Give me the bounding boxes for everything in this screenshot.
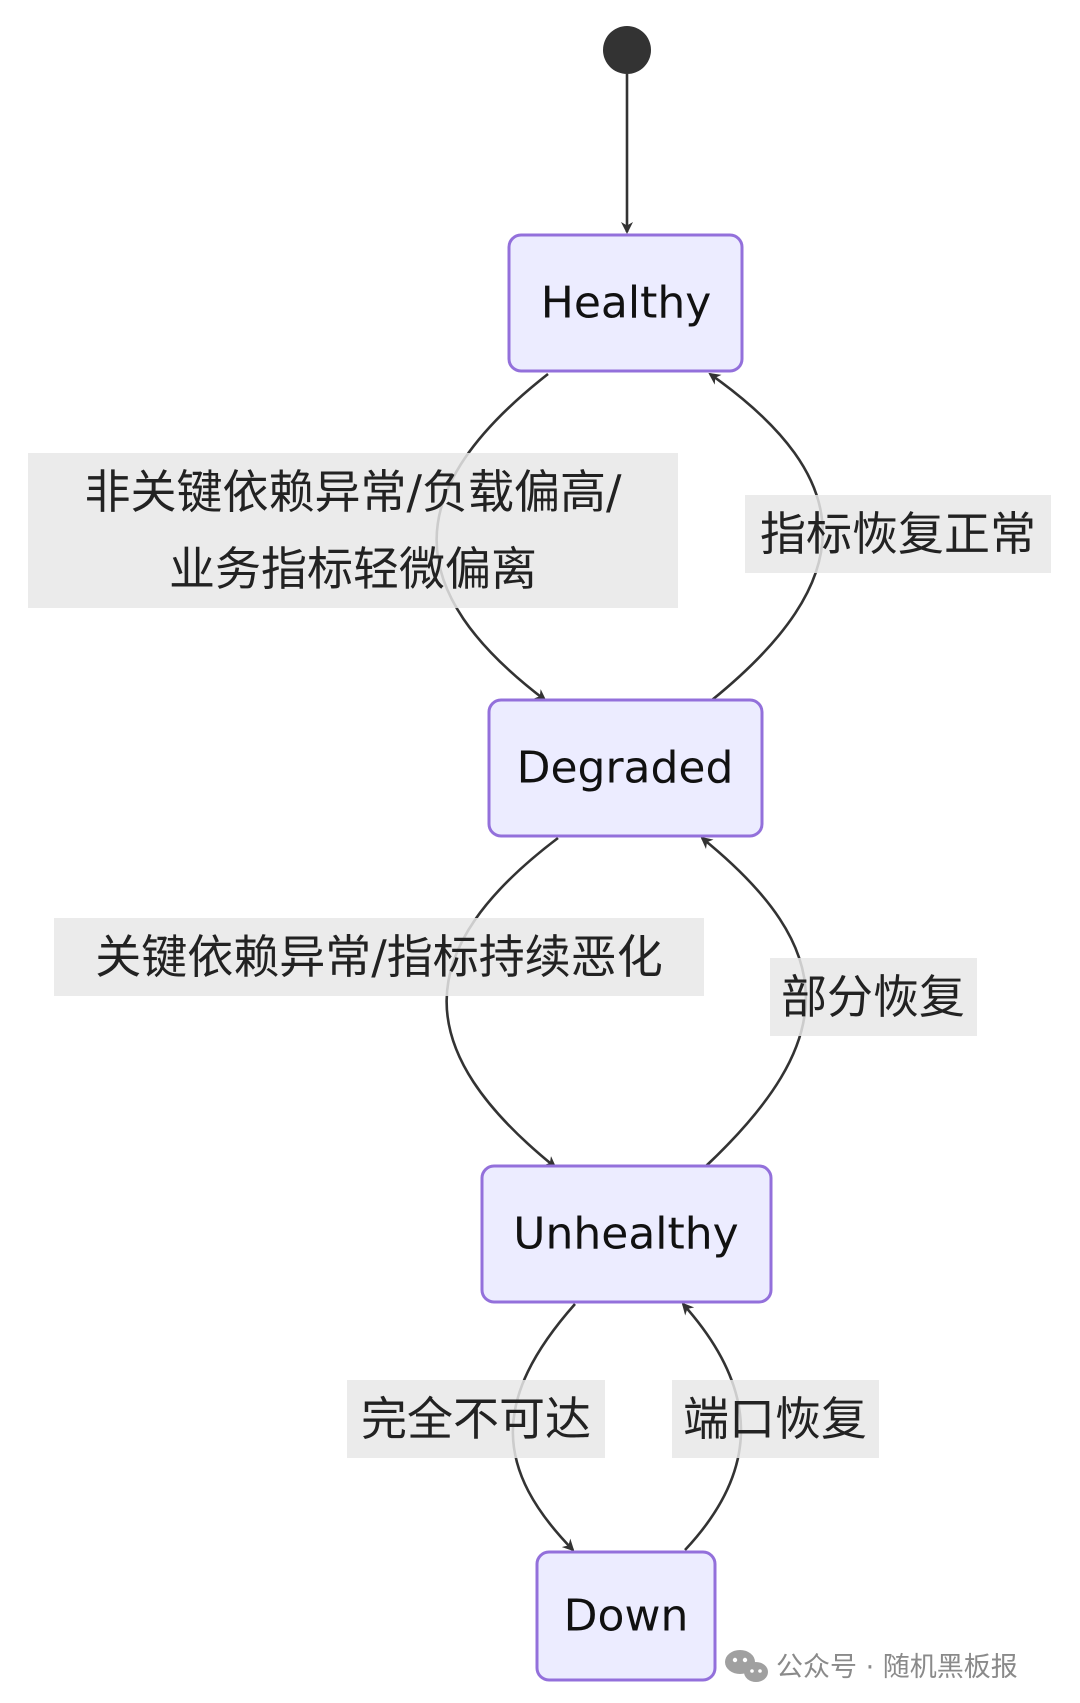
state-healthy: Healthy [507,233,744,373]
edge-degraded-to-unhealthy [445,836,559,1169]
label-healthy-to-degraded-line1: 非关键依赖异常/负载偏高/ [85,465,622,519]
label-degraded-to-healthy: 指标恢复正常 [745,495,1051,573]
state-down-label: Down [564,1591,689,1642]
label-unhealthy-to-down-text: 完全不可达 [361,1392,591,1446]
label-unhealthy-to-degraded-text: 部分恢复 [781,970,965,1024]
watermark-text: 公众号 · 随机黑板报 [776,1652,1018,1683]
label-degraded-to-unhealthy: 关键依赖异常/指标持续恶化 [54,918,704,996]
state-down: Down [535,1550,717,1682]
label-down-to-unhealthy: 端口恢复 [672,1380,879,1458]
label-unhealthy-to-degraded: 部分恢复 [770,958,977,1036]
watermark: 公众号 · 随机黑板报 [725,1650,1018,1683]
label-degraded-to-unhealthy-text: 关键依赖异常/指标持续恶化 [95,930,663,984]
label-healthy-to-degraded-line2: 业务指标轻微偏离 [169,542,537,596]
state-unhealthy: Unhealthy [480,1164,773,1304]
wechat-icon [725,1650,768,1682]
label-down-to-unhealthy-text: 端口恢复 [683,1392,867,1446]
label-unhealthy-to-down: 完全不可达 [347,1380,605,1458]
state-degraded-label: Degraded [517,743,734,794]
label-degraded-to-healthy-text: 指标恢复正常 [760,507,1036,561]
state-healthy-label: Healthy [541,278,712,329]
start-node [603,26,651,74]
state-unhealthy-label: Unhealthy [513,1209,738,1260]
state-degraded: Degraded [487,698,764,838]
label-healthy-to-degraded: 非关键依赖异常/负载偏高/ 业务指标轻微偏离 [28,453,678,608]
